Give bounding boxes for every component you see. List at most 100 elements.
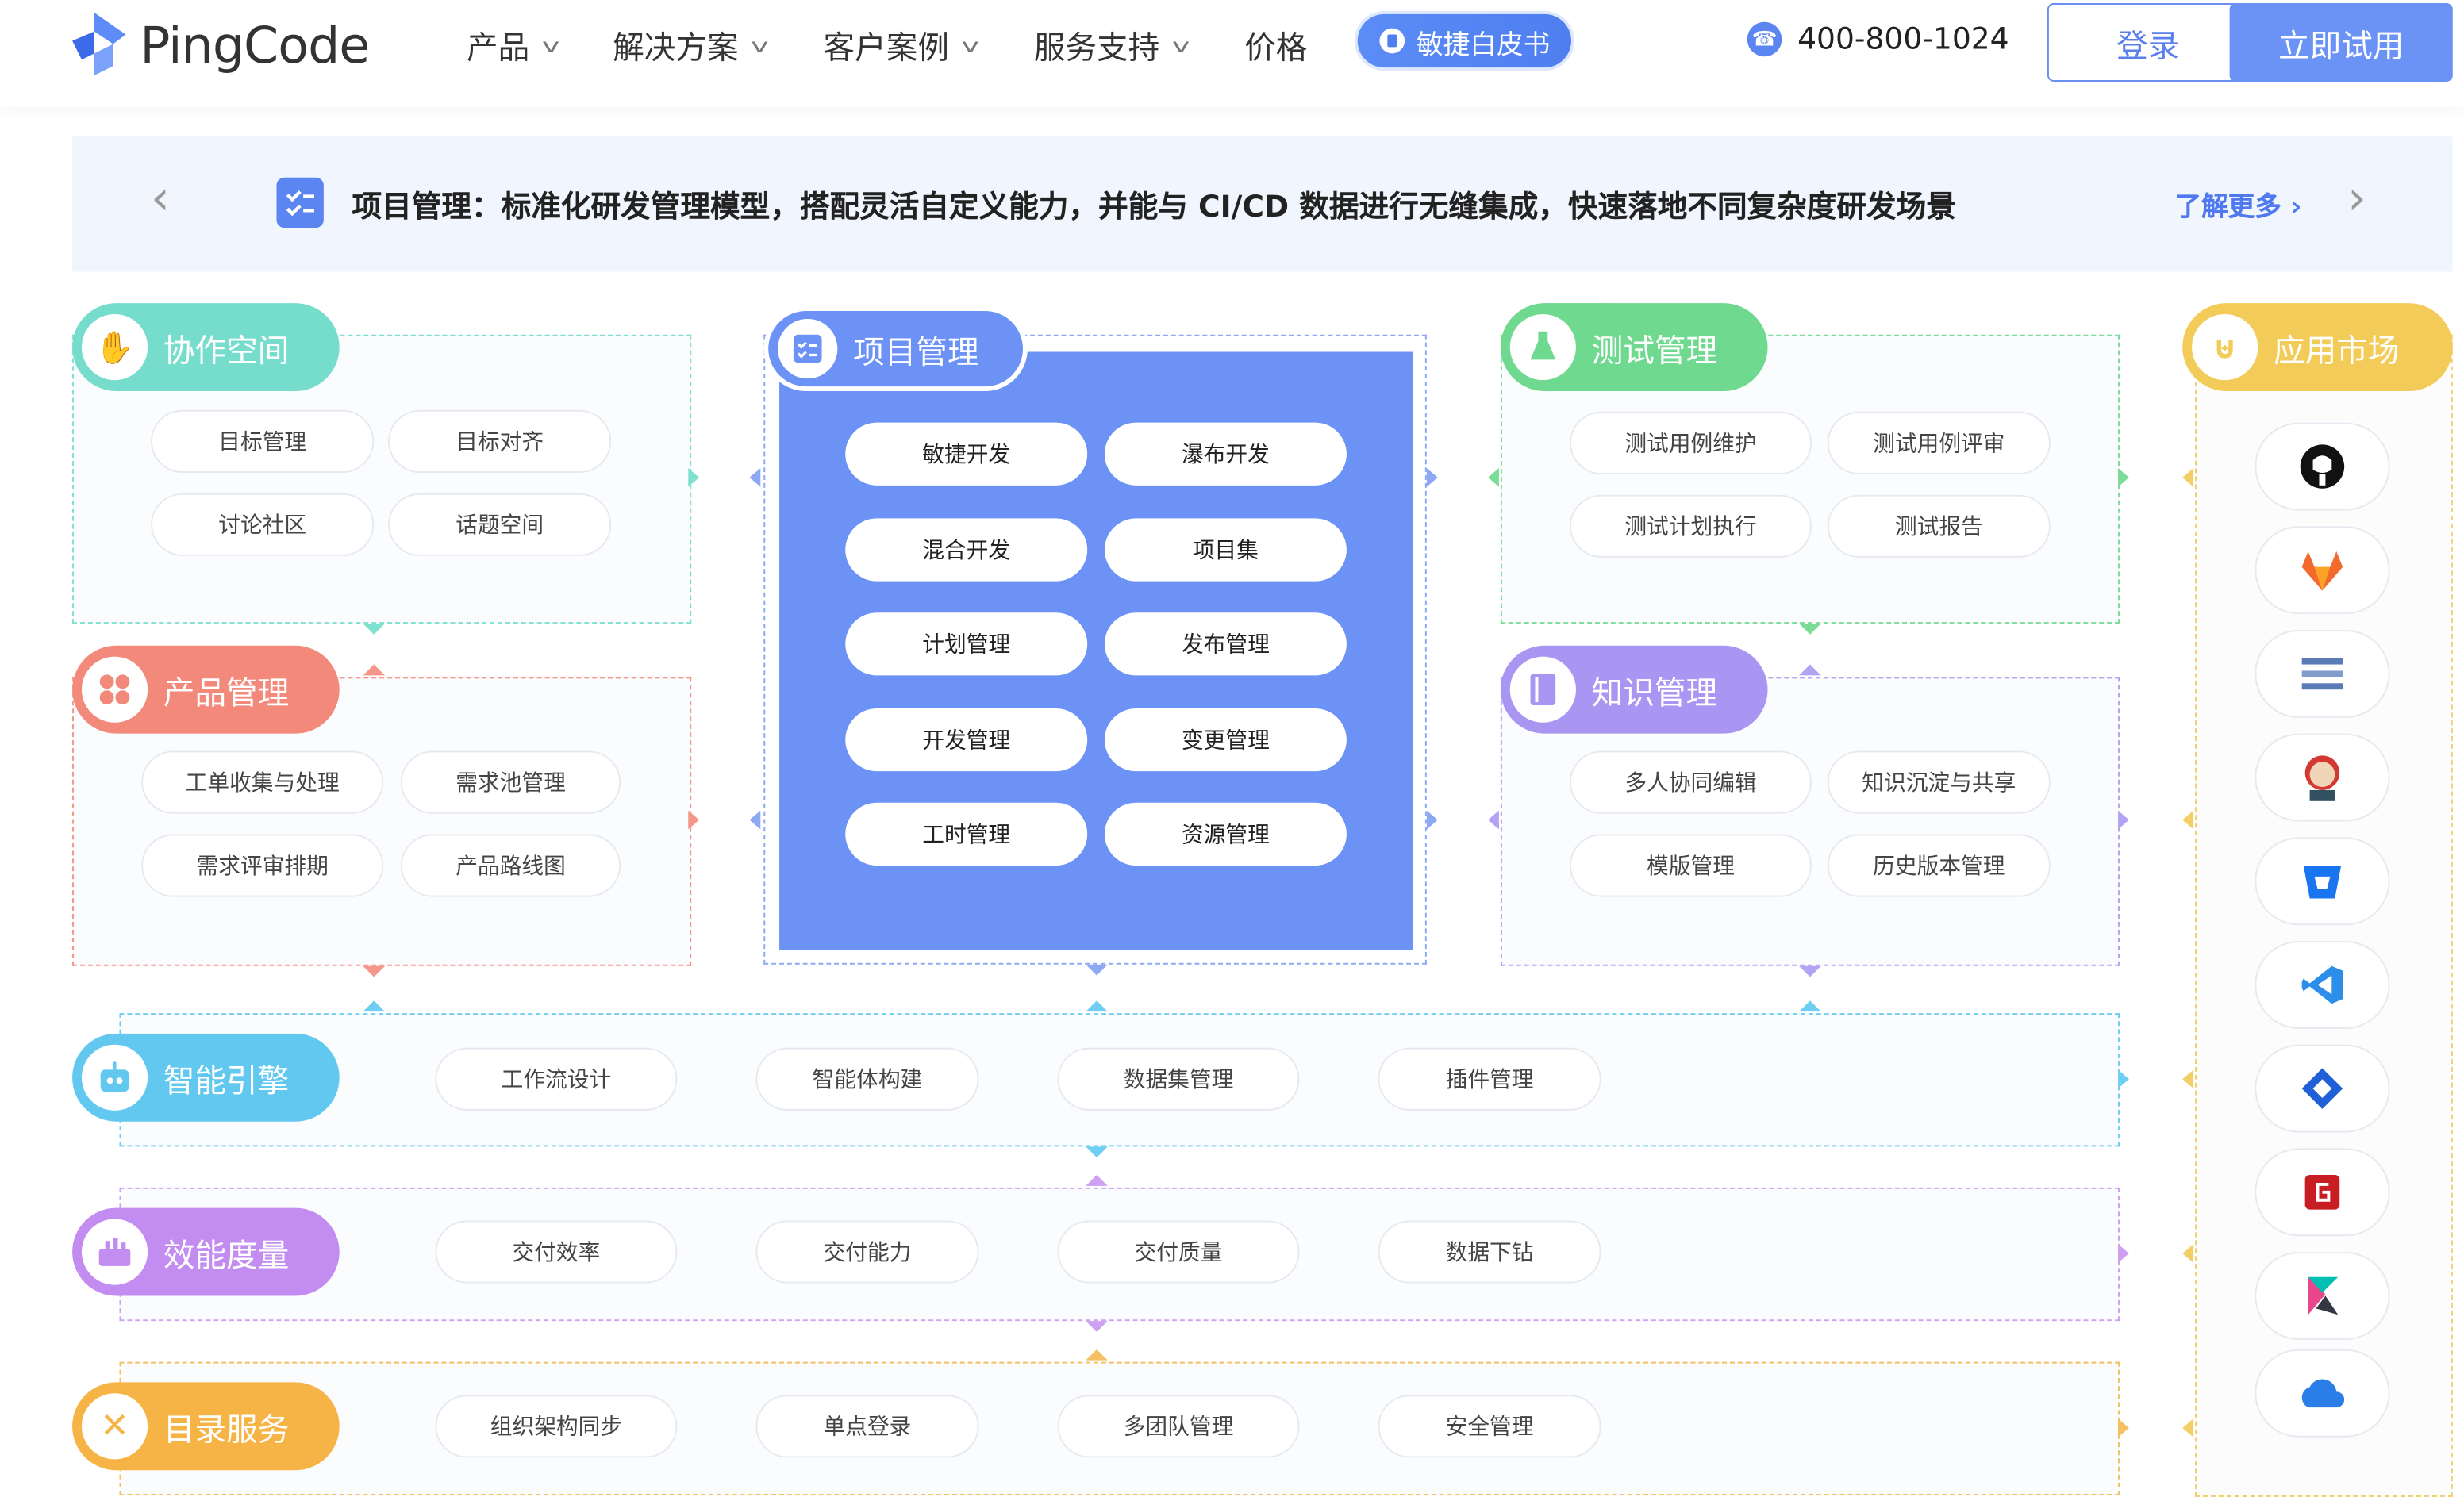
chevron-down-icon: v	[961, 33, 980, 56]
project-item-6[interactable]: 发布管理	[1104, 612, 1347, 676]
testing-item-1[interactable]: 测试用例维护	[1570, 411, 1812, 474]
github-icon[interactable]	[2255, 422, 2390, 511]
connector-arrow	[1488, 468, 1499, 487]
book-icon	[1378, 28, 1405, 54]
phone-number: 400-800-1024	[1797, 21, 2009, 57]
stack-icon[interactable]	[2255, 629, 2390, 718]
directory-item-4[interactable]: 安全管理	[1378, 1395, 1601, 1458]
collab-category-pill[interactable]: ✋ 协作空间	[72, 303, 340, 392]
jenkins-icon[interactable]	[2255, 733, 2390, 822]
knowledge-item-3[interactable]: 模版管理	[1570, 834, 1812, 897]
engine-item-2[interactable]: 智能体构建	[755, 1047, 979, 1111]
connector-arrow	[1799, 965, 1821, 977]
phone-contact[interactable]: ☎ 400-800-1024	[1747, 21, 2009, 57]
market-title: 应用市场	[2274, 330, 2400, 369]
testing-category-pill[interactable]: 测试管理	[1500, 303, 1768, 392]
knowledge-item-4[interactable]: 历史版本管理	[1827, 834, 2051, 897]
connector-arrow	[363, 965, 386, 977]
collab-item-3[interactable]: 讨论社区	[151, 493, 375, 556]
metrics-category-pill[interactable]: 效能度量	[72, 1207, 340, 1296]
bucket-icon[interactable]	[2255, 837, 2390, 926]
directory-item-3[interactable]: 多团队管理	[1057, 1395, 1300, 1458]
connector-arrow	[1086, 1349, 1108, 1361]
nav-label: 服务支持	[1033, 28, 1160, 67]
product-title: 产品管理	[163, 673, 290, 711]
learn-more-link[interactable]: 了解更多 ›	[2174, 191, 2302, 224]
project-item-5[interactable]: 计划管理	[845, 612, 1088, 676]
connector-arrow	[2118, 1244, 2129, 1263]
testing-item-2[interactable]: 测试用例评审	[1827, 411, 2051, 474]
connector-arrow	[1799, 624, 1821, 635]
checklist-icon	[778, 318, 838, 379]
product-category-pill[interactable]: 产品管理	[72, 645, 340, 734]
cloud-icon[interactable]	[2255, 1349, 2390, 1438]
project-item-10[interactable]: 资源管理	[1104, 802, 1347, 866]
connector-arrow	[2118, 810, 2129, 830]
engine-item-3[interactable]: 数据集管理	[1057, 1047, 1300, 1111]
learn-more-label: 了解更多	[2174, 191, 2281, 224]
metrics-item-2[interactable]: 交付能力	[755, 1220, 979, 1284]
connector-arrow	[2182, 810, 2194, 830]
trial-button[interactable]: 立即试用	[2229, 2, 2453, 82]
testing-item-3[interactable]: 测试计划执行	[1570, 494, 1812, 558]
gitee-icon[interactable]	[2255, 1148, 2390, 1237]
engine-title: 智能引擎	[163, 1061, 290, 1100]
knowledge-category-pill[interactable]: 知识管理	[1500, 645, 1768, 734]
knowledge-title: 知识管理	[1591, 673, 1718, 711]
connector-arrow	[2118, 1069, 2129, 1089]
product-item-1[interactable]: 工单收集与处理	[141, 750, 384, 814]
chevron-right-icon[interactable]: ›	[2347, 171, 2366, 227]
project-category-pill[interactable]: 项目管理	[763, 306, 1028, 392]
collab-item-4[interactable]: 话题空间	[388, 493, 612, 556]
directory-item-1[interactable]: 组织架构同步	[435, 1395, 678, 1458]
connector-arrow	[1086, 1175, 1108, 1186]
nav-pricing[interactable]: 价格	[1244, 22, 1307, 67]
knowledge-item-1[interactable]: 多人协同编辑	[1570, 750, 1812, 814]
whitepaper-button[interactable]: 敏捷白皮书	[1357, 13, 1571, 68]
project-item-1[interactable]: 敏捷开发	[845, 422, 1088, 486]
knowledge-item-2[interactable]: 知识沉淀与共享	[1827, 750, 2051, 814]
product-item-3[interactable]: 需求评审排期	[141, 834, 384, 897]
bar-chart-icon	[81, 1219, 148, 1285]
book-icon	[1509, 656, 1576, 723]
collab-item-1[interactable]: 目标管理	[151, 409, 375, 473]
engine-item-4[interactable]: 插件管理	[1378, 1047, 1601, 1111]
connector-arrow	[1488, 810, 1499, 830]
metrics-item-1[interactable]: 交付效率	[435, 1220, 678, 1284]
metrics-item-4[interactable]: 数据下钻	[1378, 1220, 1601, 1284]
chevron-left-icon[interactable]: ‹	[151, 171, 170, 227]
directory-title: 目录服务	[163, 1410, 290, 1448]
git-diamond-icon[interactable]	[2255, 1044, 2390, 1133]
vscode-icon[interactable]	[2255, 941, 2390, 1029]
market-category-pill[interactable]: ⊎ 应用市场	[2182, 303, 2453, 392]
project-item-2[interactable]: 瀑布开发	[1104, 422, 1347, 486]
connector-arrow	[1426, 468, 1438, 487]
directory-category-pill[interactable]: ✕ 目录服务	[72, 1382, 340, 1471]
metrics-item-3[interactable]: 交付质量	[1057, 1220, 1300, 1284]
brand-name[interactable]: PingCode	[140, 15, 370, 76]
login-button[interactable]: 登录	[2047, 2, 2249, 82]
kibana-icon[interactable]	[2255, 1252, 2390, 1340]
project-item-8[interactable]: 变更管理	[1104, 708, 1347, 772]
collab-item-2[interactable]: 目标对齐	[388, 409, 612, 473]
banner-text: 项目管理：标准化研发管理模型，搭配灵活自定义能力，并能与 CI/CD 数据进行无…	[352, 190, 1956, 225]
grid-icon	[81, 656, 148, 723]
pingcode-logo-icon[interactable]	[72, 12, 129, 82]
testing-item-4[interactable]: 测试报告	[1827, 494, 2051, 558]
engine-category-pill[interactable]: 智能引擎	[72, 1033, 340, 1122]
project-item-7[interactable]: 开发管理	[845, 708, 1088, 772]
project-item-9[interactable]: 工时管理	[845, 802, 1088, 866]
engine-item-1[interactable]: 工作流设计	[435, 1047, 678, 1111]
project-item-4[interactable]: 项目集	[1104, 518, 1347, 582]
directory-item-2[interactable]: 单点登录	[755, 1395, 979, 1458]
task-list-icon	[276, 177, 324, 228]
product-item-2[interactable]: 需求池管理	[400, 750, 621, 814]
gitlab-icon[interactable]	[2255, 526, 2390, 615]
phone-icon: ☎	[1747, 21, 1782, 57]
product-item-4[interactable]: 产品路线图	[400, 834, 621, 897]
project-item-3[interactable]: 混合开发	[845, 518, 1088, 582]
